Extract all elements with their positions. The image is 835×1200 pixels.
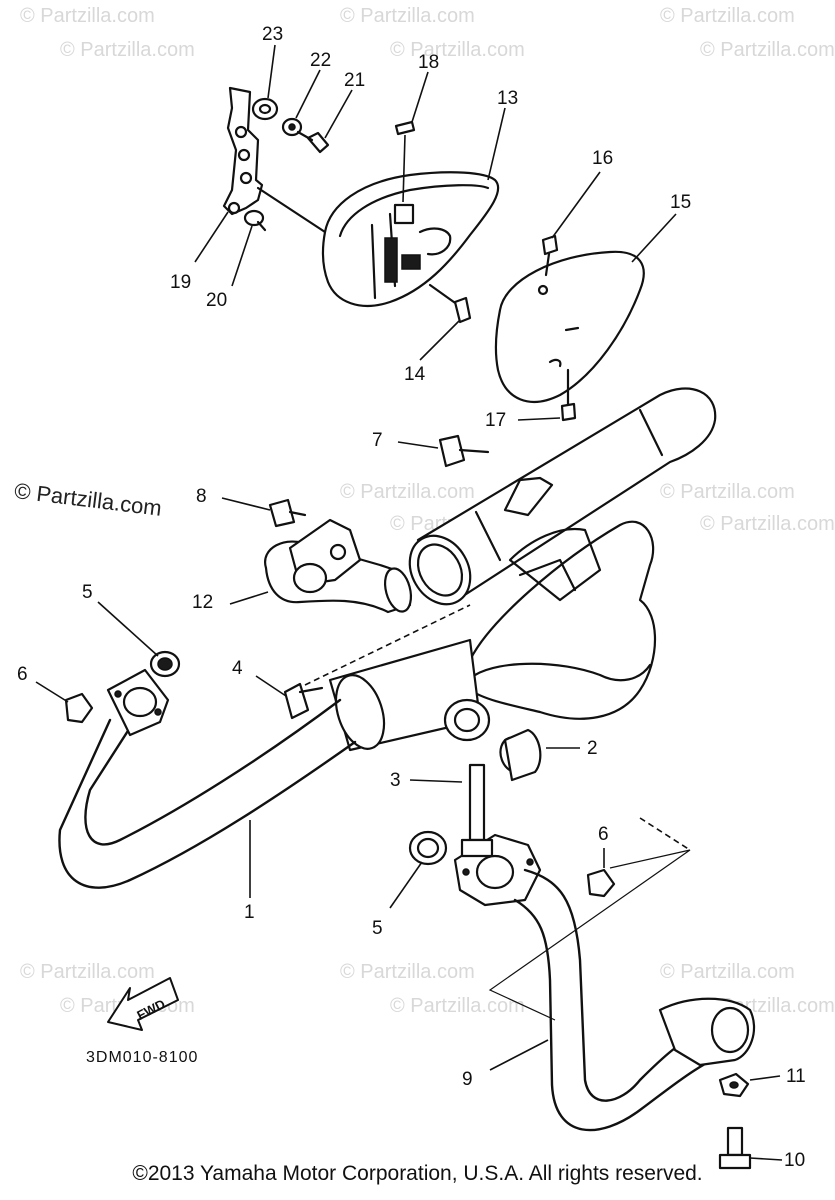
callout-15: 15 <box>670 192 691 213</box>
callout-16: 16 <box>592 148 613 169</box>
watermark-text: © Partzilla.com <box>340 481 475 503</box>
part-8-bolt <box>268 498 307 528</box>
callout-5: 5 <box>82 582 93 603</box>
callout-21: 21 <box>344 70 365 91</box>
part-14-bolt <box>428 283 472 324</box>
part-16-screw <box>541 234 559 277</box>
part-11-nut <box>718 1072 750 1098</box>
part-6-nut <box>64 692 94 724</box>
part-20-bolt <box>243 209 267 232</box>
diagram-code: 3DM010-8100 <box>86 1049 198 1066</box>
callout-19: 19 <box>170 272 191 293</box>
part-6-nut <box>586 868 616 898</box>
part-7-bolt <box>438 434 490 468</box>
part-5-gasket <box>149 650 181 678</box>
callout-10: 10 <box>784 1150 805 1171</box>
part-18-clip <box>394 120 416 203</box>
part-10-bolt <box>718 1126 752 1170</box>
part-21-bolt <box>296 130 330 154</box>
watermark-text: © Partzilla.com <box>340 5 475 27</box>
fwd-arrow: FWD <box>107 977 179 1031</box>
watermark-text: © Partzilla.com <box>340 961 475 983</box>
copyright-notice: ©2013 Yamaha Motor Corporation, U.S.A. A… <box>132 1162 703 1185</box>
callout-5: 5 <box>372 918 383 939</box>
callout-17: 17 <box>485 410 506 431</box>
callout-20: 20 <box>206 290 227 311</box>
callout-7: 7 <box>372 430 383 451</box>
callout-22: 22 <box>310 50 331 71</box>
reference-lines <box>304 604 691 1021</box>
callout-9: 9 <box>462 1069 473 1090</box>
watermark-text: © Partzilla.com <box>60 39 195 61</box>
part-9-exhaust-pipe <box>453 833 755 1132</box>
callout-1: 1 <box>244 902 255 923</box>
callout-8: 8 <box>196 486 207 507</box>
callout-14: 14 <box>404 364 426 385</box>
part-5-gasket <box>408 830 448 866</box>
part-2-damper <box>499 728 542 782</box>
part-13-muffler-guard <box>321 171 500 307</box>
watermark-text: © Partzilla.com <box>660 961 795 983</box>
watermark-text: © Partzilla.com <box>660 5 795 27</box>
watermark-text: © Partzilla.com <box>390 995 525 1017</box>
watermark-text: © Partzilla.com <box>20 5 155 27</box>
part-15-muffler-cover <box>494 250 645 403</box>
watermark-text: © Partzilla.com <box>390 39 525 61</box>
part-12-joint-pipe <box>264 518 413 614</box>
watermark-text: © Partzilla.com <box>660 481 795 503</box>
part-22-washer <box>281 117 303 137</box>
watermark-text: © Partzilla.com <box>20 961 155 983</box>
part-19-bracket <box>222 86 327 234</box>
callout-6: 6 <box>598 824 609 845</box>
callout-11: 11 <box>786 1066 806 1087</box>
callout-6: 6 <box>17 664 28 685</box>
part-3-bolt <box>460 763 494 858</box>
callouts: 23 22 21 18 13 19 20 14 16 15 17 7 8 12 … <box>17 24 806 1171</box>
callout-23: 23 <box>262 24 283 45</box>
callout-12: 12 <box>192 592 213 613</box>
watermark-text: © Partzilla.com <box>700 513 835 535</box>
callout-4: 4 <box>232 658 243 679</box>
part-17-screw <box>560 368 577 422</box>
part-23-collar <box>251 97 279 121</box>
part-1-exhaust-pipe <box>58 668 357 889</box>
callout-3: 3 <box>390 770 401 791</box>
part-4-bolt <box>283 682 324 720</box>
callout-18: 18 <box>418 52 439 73</box>
muffler-body <box>328 387 717 752</box>
callout-13: 13 <box>497 88 518 109</box>
watermark-text: © Partzilla.com <box>700 39 835 61</box>
callout-2: 2 <box>587 738 598 759</box>
